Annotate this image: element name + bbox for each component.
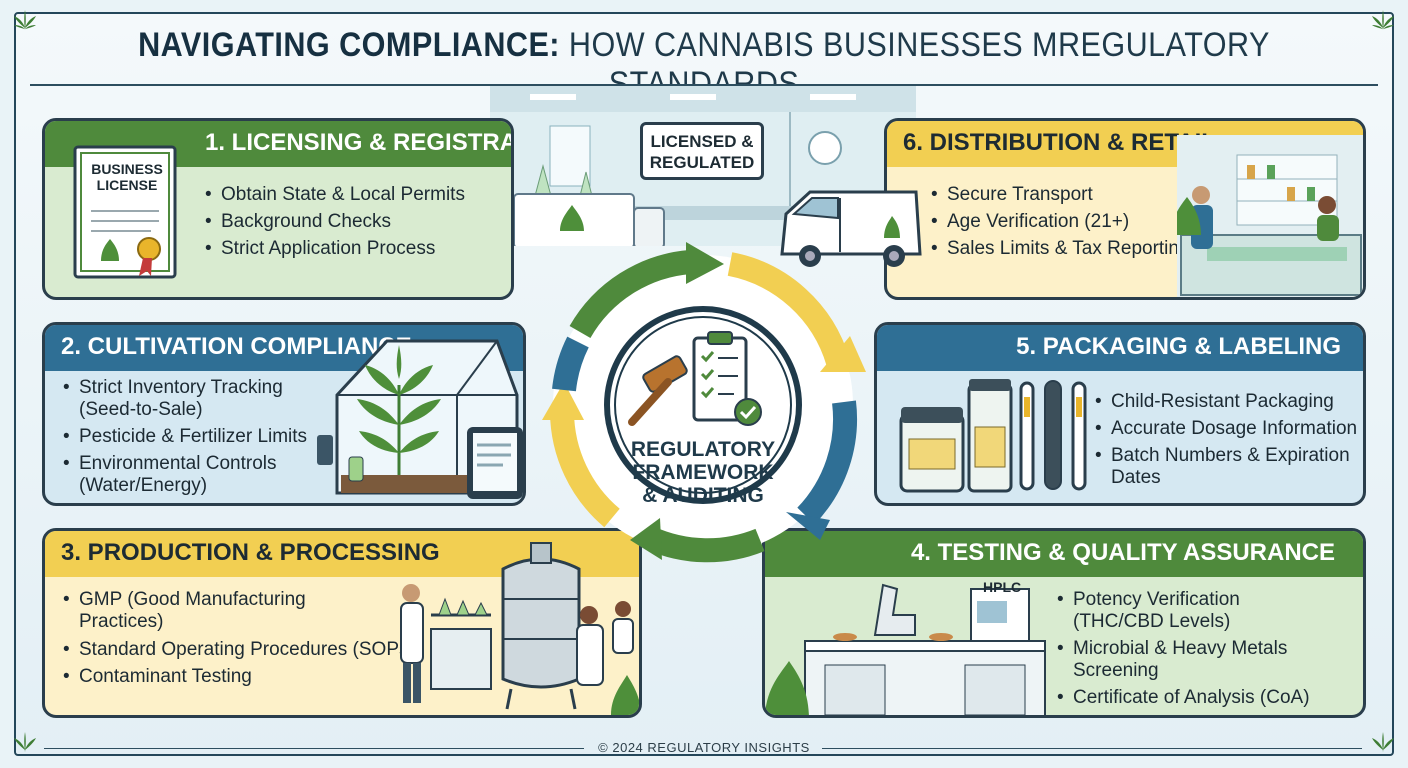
footer-copyright: © 2024 REGULATORY INSIGHTS (598, 740, 810, 755)
list-item: Accurate Dosage Information (1093, 418, 1357, 440)
licensed-sign-line2: REGULATED (649, 153, 755, 172)
delivery-van-illustration (780, 190, 922, 267)
list-item: Standard Operating Procedures (SOPs) (61, 639, 415, 661)
cultivation-list: Strict Inventory Tracking (Seed-to-Sale)… (61, 377, 307, 502)
list-item: Child-Resistant Packaging (1093, 391, 1357, 413)
list-item: Sales Limits & Tax Reporting (929, 238, 1190, 260)
list-item: Strict Application Process (203, 238, 465, 260)
footer-divider-right (822, 748, 1362, 749)
list-item: Strict Inventory Tracking (Seed-to-Sale) (61, 377, 307, 421)
panel-testing-title: 4. TESTING & QUALITY ASSURANCE (910, 539, 1335, 566)
licensing-list: Obtain State & Local Permits Background … (203, 184, 465, 265)
retail-dispensary-illustration (1177, 135, 1363, 297)
list-item: Background Checks (203, 211, 465, 233)
list-item: Microbial & Heavy Metals Screening (1055, 638, 1363, 682)
list-item: Certificate of Analysis (CoA) (1055, 687, 1363, 709)
cannabis-leaf-icon (1372, 732, 1394, 752)
testing-list: Potency Verification (THC/CBD Levels) Mi… (1055, 589, 1363, 714)
testing-lab-illustration (765, 583, 1046, 715)
list-item: Secure Transport (929, 184, 1190, 206)
title-divider (30, 84, 1378, 86)
list-item: Contaminant Testing (61, 666, 415, 688)
cannabis-leaf-icon (14, 10, 36, 30)
cannabis-leaf-icon (14, 732, 36, 752)
panel-licensing-title: 1. LICENSING & REGISTRATION (205, 129, 514, 156)
business-license-line2: LICENSE (96, 177, 158, 193)
panel-packaging: 5. PACKAGING & LABELING Child-Resistant … (874, 322, 1366, 506)
panel-production-title: 3. PRODUCTION & PROCESSING (61, 539, 440, 566)
panel-packaging-title: 5. PACKAGING & LABELING (1016, 333, 1341, 360)
list-item: Environmental Controls (Water/Energy) (61, 453, 307, 497)
cannabis-leaf-icon (1372, 10, 1394, 30)
product-packaging-illustration (899, 379, 1087, 493)
distribution-list: Secure Transport Age Verification (21+) … (929, 184, 1190, 265)
packaging-list: Child-Resistant Packaging Accurate Dosag… (1093, 391, 1357, 494)
center-line3: & AUDITING (642, 484, 764, 507)
panel-distribution: 6. DISTRIBUTION & RETAIL Secure Transpor… (884, 118, 1366, 300)
panel-distribution-title: 6. DISTRIBUTION & RETAIL (903, 129, 1216, 156)
list-item: Batch Numbers & Expiration Dates (1093, 445, 1357, 489)
hplc-label: HPLC (983, 579, 1022, 595)
center-line1: REGULATORY (630, 438, 776, 461)
list-item: Age Verification (21+) (929, 211, 1190, 233)
title-lead: NAVIGATING COMPLIANCE: (138, 26, 560, 64)
center-line2: FRAMEWORK (632, 461, 774, 484)
list-item: Obtain State & Local Permits (203, 184, 465, 206)
list-item: GMP (Good Manufacturing Practices) (61, 589, 415, 633)
licensed-sign-line1: LICENSED & (650, 132, 754, 151)
business-license-certificate-icon (73, 145, 177, 279)
panel-cultivation-title: 2. CULTIVATION COMPLIANCE (61, 333, 412, 360)
production-list: GMP (Good Manufacturing Practices) Stand… (61, 589, 415, 693)
panel-testing: 4. TESTING & QUALITY ASSURANCE HPLC Pote… (762, 528, 1366, 718)
regulatory-cycle-diagram (542, 242, 866, 563)
panel-production: 3. PRODUCTION & PROCESSING GMP (Good Man… (42, 528, 642, 718)
list-item: Potency Verification (THC/CBD Levels) (1055, 589, 1363, 633)
panel-cultivation: 2. CULTIVATION COMPLIANCE Strict Invento… (42, 322, 526, 506)
processing-lab-illustration (400, 542, 639, 715)
greenhouse-illustration (317, 339, 523, 499)
licensed-regulated-sign: LICENSED & REGULATED (640, 122, 764, 180)
business-license-line1: BUSINESS (91, 161, 163, 177)
panel-licensing: 1. LICENSING & REGISTRATION BUSINESS LIC… (42, 118, 514, 300)
center-label: REGULATORY FRAMEWORK & AUDITING (600, 438, 806, 507)
list-item: Pesticide & Fertilizer Limits (61, 426, 307, 448)
page-title: NAVIGATING COMPLIANCE: HOW CANNABIS BUSI… (70, 26, 1337, 104)
business-license-text: BUSINESS LICENSE (89, 161, 165, 193)
footer-divider-left (44, 748, 584, 749)
